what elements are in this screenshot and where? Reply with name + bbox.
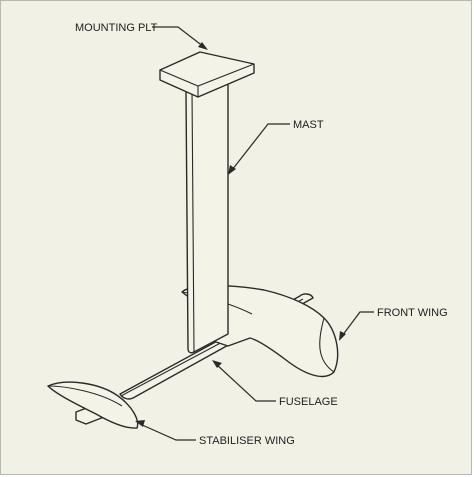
leader-stabiliser-wing [135,420,196,441]
leader-fuselage [212,360,276,402]
label-front-wing: FRONT WING [377,307,448,319]
leader-mast [228,123,290,175]
leader-mounting-plate [152,26,208,50]
mounting-plate [159,51,255,98]
label-mounting-plate: MOUNTING PLT [75,22,158,34]
stabiliser-wing [47,381,139,429]
mast [185,79,229,354]
leader-front-wing [339,311,374,341]
label-stabiliser-wing: STABILISER WING [199,435,295,447]
label-mast: MAST [293,119,324,131]
label-fuselage: FUSELAGE [279,396,338,408]
